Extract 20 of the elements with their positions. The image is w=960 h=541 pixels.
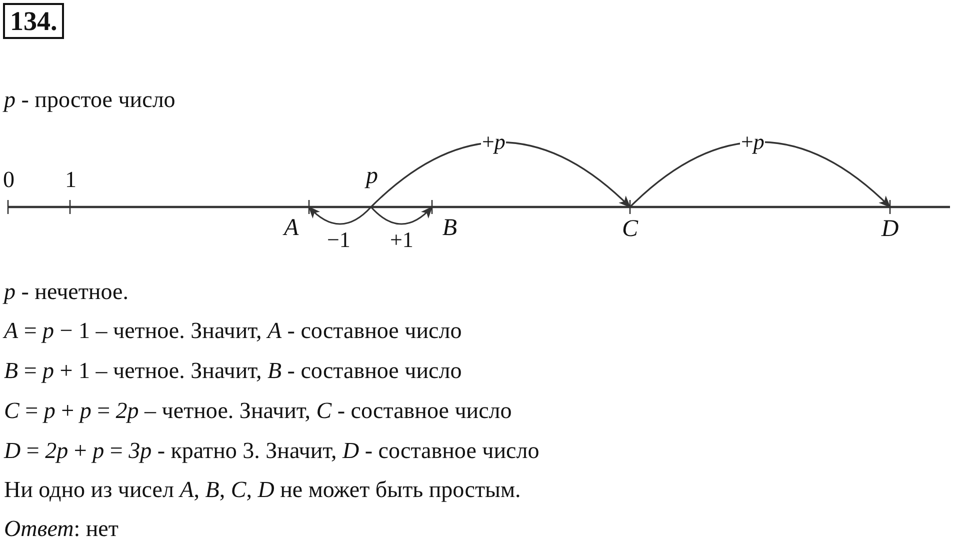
problem-number: 134.: [3, 3, 64, 39]
arc-arrow: [308, 206, 372, 225]
point-label: p: [360, 164, 384, 207]
text-line: p - нечетное.: [4, 278, 128, 306]
tick-label: 1: [65, 166, 76, 194]
text-line: C = p + p = 2p – четное. Значит, C - составное число: [4, 397, 512, 425]
point-label: D: [878, 207, 902, 241]
arc-arrow: [629, 141, 891, 208]
arc-arrow: [370, 142, 631, 208]
tick-label: 0: [3, 166, 14, 194]
point-label: C: [618, 207, 642, 241]
text-line: Ответ: нет: [4, 515, 118, 541]
text-line: p - простое число: [4, 86, 176, 114]
text-line: D = 2p + p = 3p - кратно 3. Значит, D - составное число: [4, 437, 540, 465]
point-label: A: [284, 207, 310, 240]
text-line: A = p − 1 – четное. Значит, A - составное число: [4, 317, 462, 345]
text-line: Ни одно из чисел A, B, C, D не может быть простым.: [4, 476, 521, 504]
text-line: B = p + 1 – четное. Значит, B - составное число: [4, 357, 462, 385]
point-label: B: [431, 207, 457, 240]
arc-arrow: [370, 206, 433, 225]
